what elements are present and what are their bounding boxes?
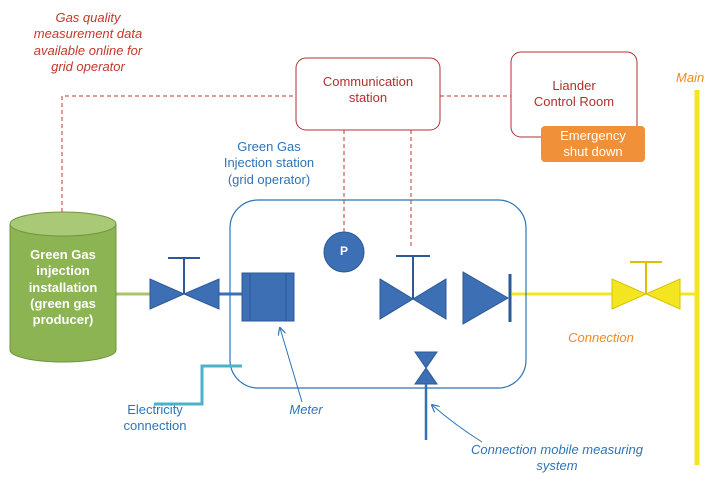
injection-station-label: Green Gas Injection station (grid operat…	[223, 139, 315, 187]
meter-label: Meter	[289, 402, 323, 417]
communication-station-box	[295, 57, 441, 131]
sampling-valve-icon	[414, 351, 438, 440]
pressure-sensor-icon	[323, 231, 365, 273]
green-gas-installation-label: Green Gas injection installation (green …	[28, 247, 98, 327]
communication-lines	[61, 95, 511, 248]
green-gas-installation-cylinder	[9, 211, 117, 363]
pressure-sensor-label: P	[339, 244, 348, 258]
main-label: Main	[676, 70, 705, 85]
communication-station-label: Communication station	[322, 74, 414, 106]
station-valve-icon	[379, 255, 447, 320]
injection-station-boundary	[229, 199, 527, 389]
liander-control-room-label: Liander Control Room	[533, 78, 615, 110]
electricity-connection-label: Electricity connection	[123, 402, 187, 434]
meter-icon	[241, 272, 295, 322]
connection-label: Connection	[568, 330, 634, 345]
gas-quality-label: Gas quality measurement data available o…	[33, 10, 143, 74]
emergency-shutdown-label: Emergency shut down	[560, 128, 626, 160]
electricity-line	[154, 364, 242, 406]
connection-mobile-label: Connection mobile measuring system	[471, 442, 643, 474]
mobile-measuring-arrow	[432, 405, 483, 443]
emergency-shutdown-box	[541, 126, 645, 162]
dashed-line-installation-to-comm	[61, 95, 296, 212]
meter-arrow	[280, 328, 303, 403]
connection-valve-icon	[611, 261, 681, 310]
inlet-valve-icon	[149, 257, 220, 310]
check-valve-icon	[462, 271, 512, 325]
